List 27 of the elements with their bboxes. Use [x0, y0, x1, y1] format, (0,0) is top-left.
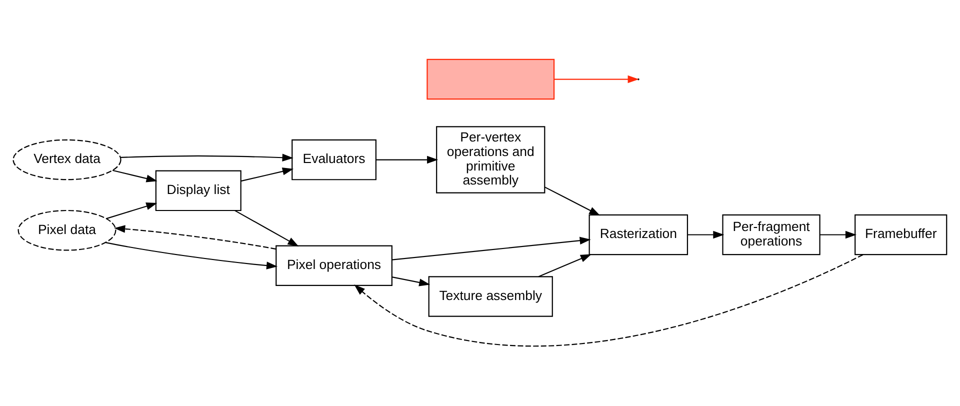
node-box: Per-vertex operations and primitive assembly — [436, 126, 546, 194]
node-box: Rasterization — [588, 214, 688, 256]
arrow — [554, 75, 639, 84]
node-box: Texture assembly — [428, 276, 553, 317]
arrow — [114, 225, 276, 250]
node-ellipse: Vertex data — [12, 139, 122, 180]
arrow — [688, 230, 724, 239]
arrow — [538, 254, 592, 278]
arrow — [106, 202, 158, 220]
arrow — [240, 168, 294, 182]
node-box: Per-fragment operations — [722, 214, 820, 256]
arrow — [376, 156, 438, 164]
arrow — [112, 170, 158, 182]
node-box — [426, 58, 555, 100]
node-box: Pixel operations — [276, 245, 392, 286]
arrow — [392, 276, 430, 286]
arrow — [820, 230, 856, 239]
node-box: Display list — [155, 170, 242, 212]
arrow — [234, 210, 299, 246]
node-ellipse: Pixel data — [18, 210, 116, 251]
arrow — [544, 186, 600, 216]
node-box: Evaluators — [292, 139, 376, 180]
node-box: Framebuffer — [854, 214, 948, 256]
arrow — [106, 242, 278, 270]
arrow — [354, 254, 864, 346]
arrow — [392, 236, 591, 260]
arrow — [120, 154, 294, 162]
